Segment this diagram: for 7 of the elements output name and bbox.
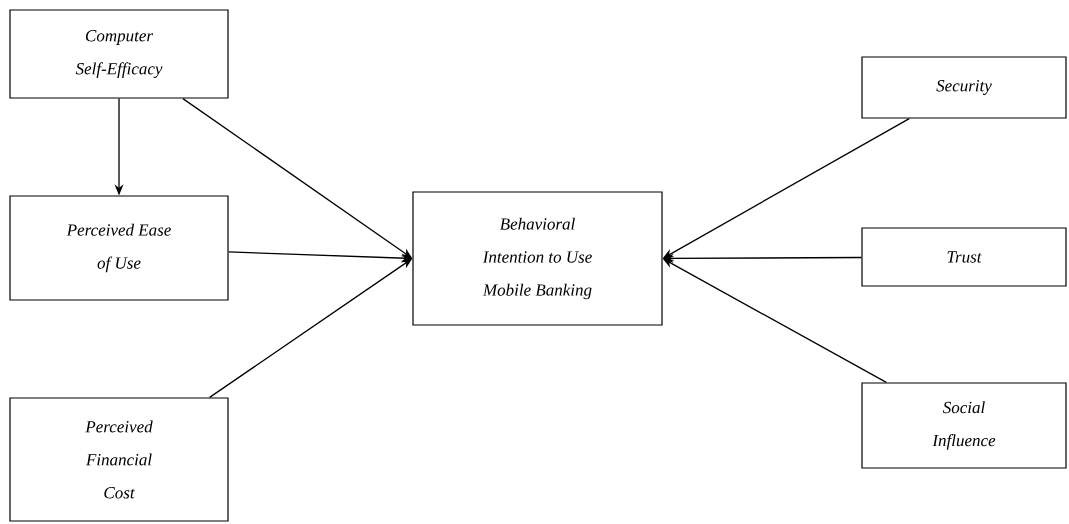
concept-box: Computer Self-Efficacy [9, 9, 229, 99]
concept-box: Perceived Financial Cost [9, 397, 229, 522]
concept-box: Social Influence [861, 382, 1067, 469]
concept-box: Perceived Ease of Use [9, 195, 229, 301]
concept-box: Trust [861, 227, 1067, 287]
concept-box: Behavioral Intention to Use Mobile Banking [412, 191, 663, 326]
concept-box: Security [861, 56, 1067, 119]
